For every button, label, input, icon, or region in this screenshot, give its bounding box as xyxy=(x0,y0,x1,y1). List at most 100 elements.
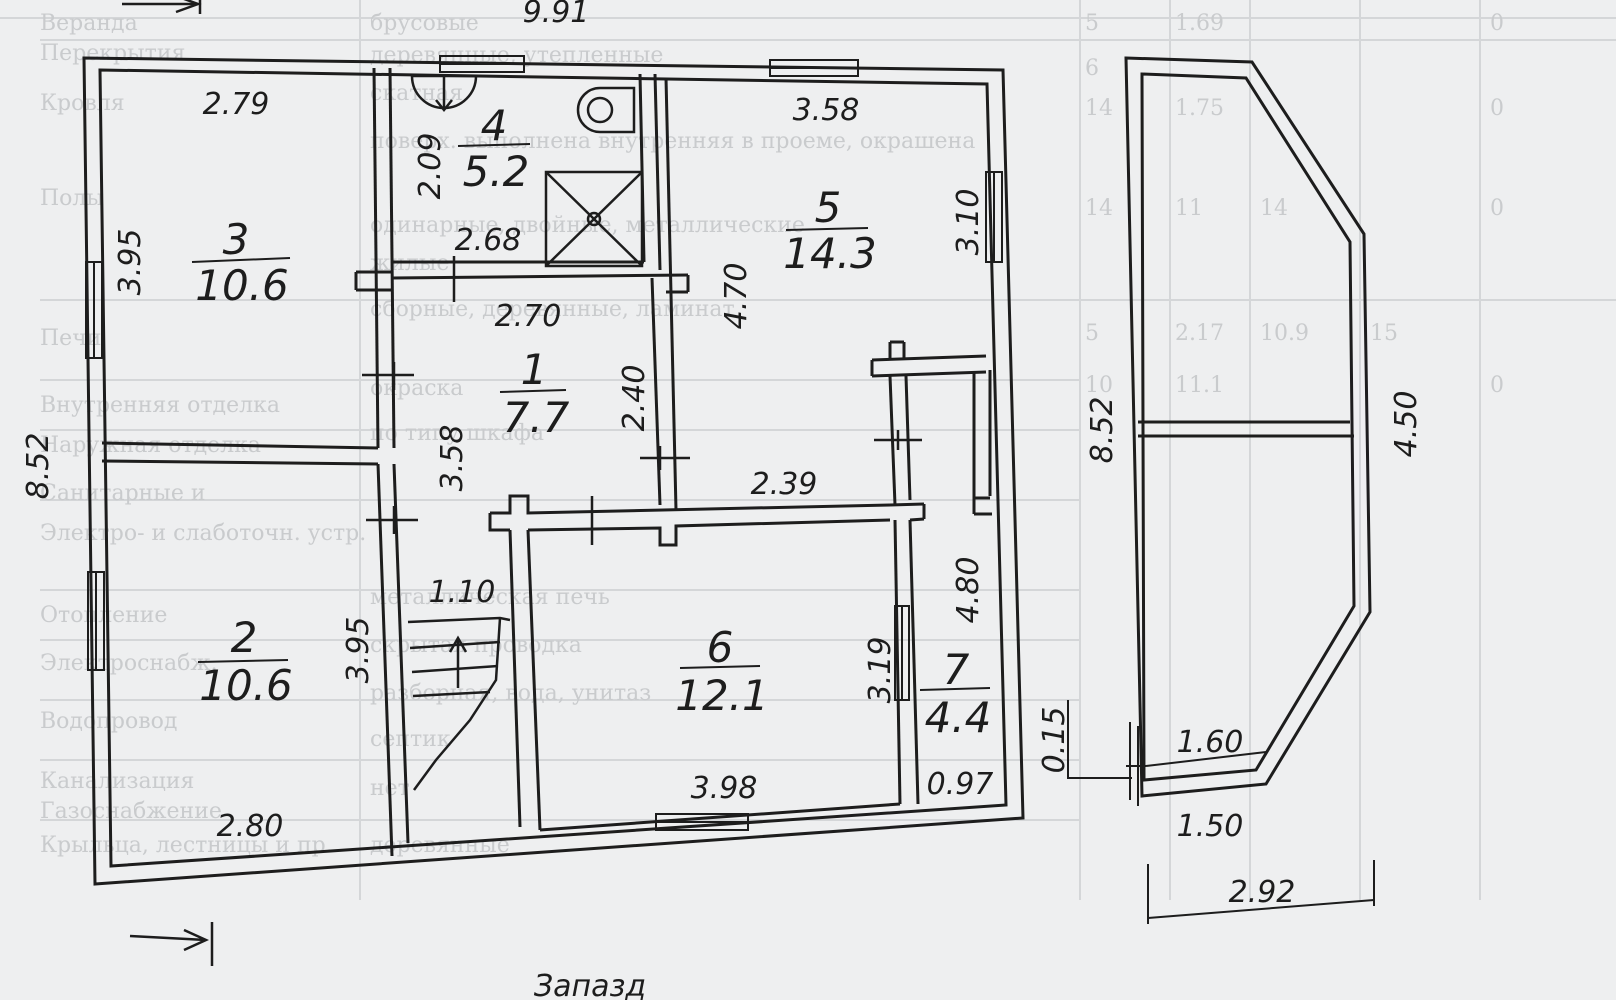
form-text: Веранда xyxy=(40,11,138,36)
room-5-number: 5 xyxy=(815,183,842,232)
sanitary-fixtures xyxy=(410,74,644,268)
form-number: 5 xyxy=(1085,11,1099,36)
form-text: по типу шкафа xyxy=(370,421,544,446)
room-5-area: 14.3 xyxy=(783,229,877,278)
form-number: 1.75 xyxy=(1175,96,1224,121)
dim-r1-width: 2.70 xyxy=(495,299,562,334)
form-text: поверх. выполнена внутренняя в проеме, о… xyxy=(370,129,975,154)
room-4-number: 4 xyxy=(481,101,508,150)
room-6-area: 12.1 xyxy=(675,671,769,720)
form-number: 14 xyxy=(1085,196,1113,221)
dim-hall-height: 3.58 xyxy=(435,425,470,492)
form-text: Внутренняя отделка xyxy=(40,393,280,418)
form-number: 0 xyxy=(1490,373,1504,398)
side-view-dimensions xyxy=(1067,700,1375,924)
form-text: Перекрытия xyxy=(40,41,185,66)
dim-r5-width: 3.58 xyxy=(793,93,860,128)
form-text: сборные, деревянные, ламинат xyxy=(370,297,735,322)
bottom-caption: Запазд xyxy=(534,969,646,1000)
dimension-labels: 9.91 2.79 3.95 3.95 2.80 2.09 2.68 2.70 … xyxy=(21,0,993,844)
room-3-number: 3 xyxy=(223,215,250,264)
background-form xyxy=(0,0,1616,900)
side-view xyxy=(1124,56,1372,798)
dim-r3-height: 3.95 xyxy=(113,229,148,296)
form-text: окраска xyxy=(370,376,463,401)
form-number: 11.1 xyxy=(1175,373,1224,398)
dim-stair-width: 1.10 xyxy=(429,575,496,610)
form-text: Электро- и слаботочн. устр. xyxy=(40,521,366,546)
form-text: Печи xyxy=(40,326,101,351)
dim-overall-height: 8.52 xyxy=(21,433,56,500)
form-number: 1.69 xyxy=(1175,11,1224,36)
staircase xyxy=(407,616,511,791)
top-caption: 9.91 xyxy=(523,0,590,30)
form-text: Канализация xyxy=(40,769,194,794)
dim-r2-height: 3.95 xyxy=(341,617,376,684)
background-form-text: Перекрытия Кровля Полы Печи Внутренняя о… xyxy=(40,11,1504,858)
window-right xyxy=(985,171,1003,263)
form-text: разборная, вода, унитаз xyxy=(370,681,651,706)
form-text: септик xyxy=(370,727,451,752)
side-height-left: 8.52 xyxy=(1085,397,1120,464)
form-number: 15 xyxy=(1370,321,1398,346)
side-total-width: 2.92 xyxy=(1229,875,1296,910)
form-number: 11 xyxy=(1175,196,1203,221)
room-1-area: 7.7 xyxy=(503,393,570,442)
form-number: 0 xyxy=(1490,11,1504,36)
dim-r7-height: 4.80 xyxy=(951,557,986,624)
form-text: Полы xyxy=(40,186,104,211)
door-marks xyxy=(362,256,922,545)
section-arrows xyxy=(122,0,214,966)
room-labels xyxy=(191,143,991,691)
window-room-6 xyxy=(894,605,910,701)
window-top-left xyxy=(439,55,525,73)
form-number: 10 xyxy=(1085,373,1113,398)
room-6-number: 6 xyxy=(707,623,734,672)
form-number: 2.17 xyxy=(1175,321,1224,346)
dim-r1-height: 2.40 xyxy=(617,365,652,432)
form-text: брусовые xyxy=(370,11,479,36)
window-left-upper xyxy=(85,261,103,359)
form-text: Кровля xyxy=(40,91,125,116)
windows xyxy=(85,55,1003,831)
dim-r7-width: 0.97 xyxy=(927,767,994,802)
window-left-lower xyxy=(87,571,105,671)
room-7-number: 7 xyxy=(943,645,970,694)
dim-r4-width: 2.68 xyxy=(455,223,522,258)
room-2-number: 2 xyxy=(231,613,258,662)
window-bottom xyxy=(655,813,749,831)
dim-r4-height: 2.09 xyxy=(413,133,448,200)
form-text: металлическая печь xyxy=(370,585,610,610)
window-top-right xyxy=(769,59,859,77)
form-number: 14 xyxy=(1085,96,1113,121)
side-height-right: 4.50 xyxy=(1389,391,1424,458)
form-number: 14 xyxy=(1260,196,1288,221)
form-text: Газоснабжение xyxy=(40,799,222,824)
room-1-number: 1 xyxy=(521,345,548,394)
form-number: 0 xyxy=(1490,96,1504,121)
dim-r5-left: 4.70 xyxy=(719,263,754,330)
form-number: 5 xyxy=(1085,321,1099,346)
side-view-labels: 8.52 4.50 0.15 1.60 1.50 2.92 xyxy=(1037,391,1424,910)
room-label-texts: 3 10.6 2 10.6 4 5.2 1 7.7 5 14.3 6 12.1 … xyxy=(195,101,991,742)
dim-r6-width: 3.98 xyxy=(691,771,758,806)
form-text: скрытая проводка xyxy=(370,633,582,658)
side-inner-bottom: 1.60 xyxy=(1177,725,1244,760)
form-number: 6 xyxy=(1085,56,1099,81)
room-7-area: 4.4 xyxy=(925,693,992,742)
room-4-area: 5.2 xyxy=(463,147,530,196)
walls xyxy=(82,56,1025,886)
toilet-icon xyxy=(576,86,636,134)
form-number: 0 xyxy=(1490,196,1504,221)
room-3-area: 10.6 xyxy=(195,261,289,310)
form-text: Электроснабж. xyxy=(40,651,218,676)
room-2-area: 10.6 xyxy=(199,661,293,710)
form-number: 10.9 xyxy=(1260,321,1309,346)
side-outer-bottom: 1.50 xyxy=(1177,809,1244,844)
dim-r6-height: 3.19 xyxy=(863,637,898,704)
form-text: Санитарные и xyxy=(40,481,206,506)
dim-r3-width: 2.79 xyxy=(203,87,270,122)
dim-r2-width: 2.80 xyxy=(217,809,284,844)
shower-tray-icon xyxy=(544,170,644,268)
